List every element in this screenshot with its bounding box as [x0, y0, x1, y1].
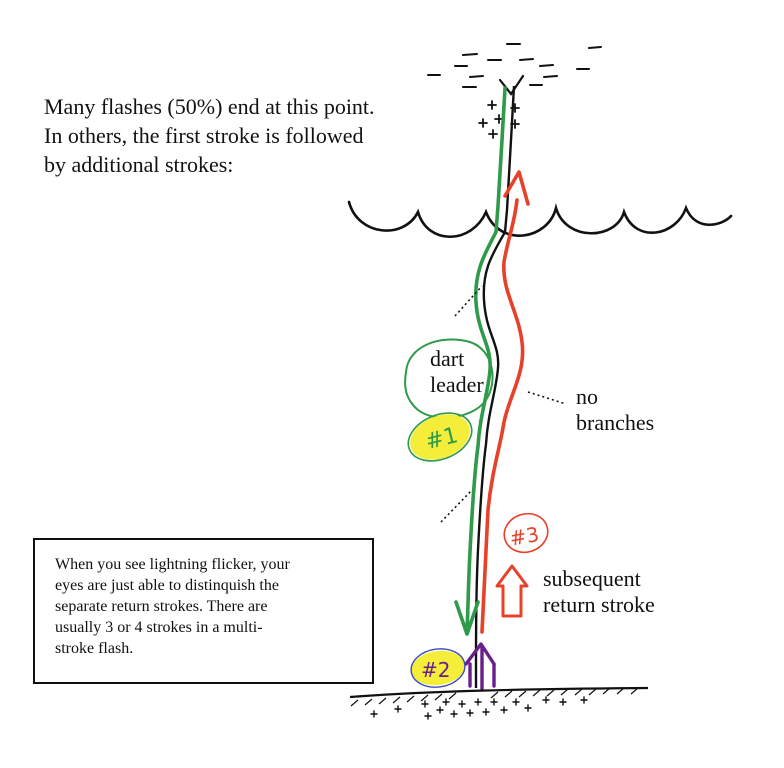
no-branches-line-1: no — [576, 384, 598, 409]
stroke-2-mark: #2 — [421, 658, 450, 682]
no-branches-line-2: branches — [576, 410, 655, 435]
stroke-3-mark: #3 — [508, 522, 541, 551]
dart-leader-label: dart leader — [430, 346, 484, 398]
ground-hatching — [350, 687, 639, 707]
no-branches-pointer — [527, 391, 567, 405]
channel-dots-upper — [454, 285, 483, 317]
note-line-2: eyes are just able to distinquish the — [55, 577, 279, 594]
note-box: When you see lightning flicker, your eye… — [33, 538, 374, 684]
lightning-channel — [474, 85, 516, 688]
dart-leader-line-2: leader — [430, 372, 484, 397]
return-stroke-arrowhead — [503, 170, 530, 206]
cloud-base — [347, 200, 733, 238]
return-stroke-path — [480, 198, 525, 634]
channel-dots-lower — [440, 489, 473, 523]
dart-leader-outline — [404, 338, 494, 419]
note-line-5: stroke flash. — [55, 640, 134, 657]
stroke-1-highlight — [410, 414, 470, 460]
intro-line-2: In others, the first stroke is followed — [44, 123, 364, 148]
subsequent-return-arrow — [495, 564, 529, 618]
ground-positive-charges — [370, 696, 588, 720]
ground-line — [349, 686, 649, 699]
stroke-2-highlight — [411, 650, 465, 686]
note-line-3: separate return strokes. There are — [55, 598, 268, 615]
stroke-3-outline — [503, 512, 549, 554]
first-return-arrow — [464, 642, 496, 692]
channel-fork — [498, 74, 525, 96]
subsequent-return-line-2: return stroke — [543, 592, 655, 617]
negative-charges — [427, 43, 602, 88]
intro-text: Many flashes (50%) end at this point. In… — [44, 92, 444, 179]
dart-leader-line-1: dart — [430, 346, 465, 371]
intro-line-1: Many flashes (50%) end at this point. — [44, 94, 375, 119]
dart-leader-arrowhead — [454, 600, 480, 636]
note-line-4: usually 3 or 4 strokes in a multi- — [55, 619, 263, 636]
stroke-2-outline — [410, 648, 466, 688]
subsequent-return-line-1: subsequent — [543, 566, 641, 591]
subsequent-return-label: subsequent return stroke — [543, 566, 655, 618]
no-branches-label: no branches — [576, 384, 654, 436]
intro-line-3: by additional strokes: — [44, 152, 234, 177]
note-line-1: When you see lightning flicker, your — [55, 556, 290, 573]
stroke-1-outline — [407, 412, 473, 462]
